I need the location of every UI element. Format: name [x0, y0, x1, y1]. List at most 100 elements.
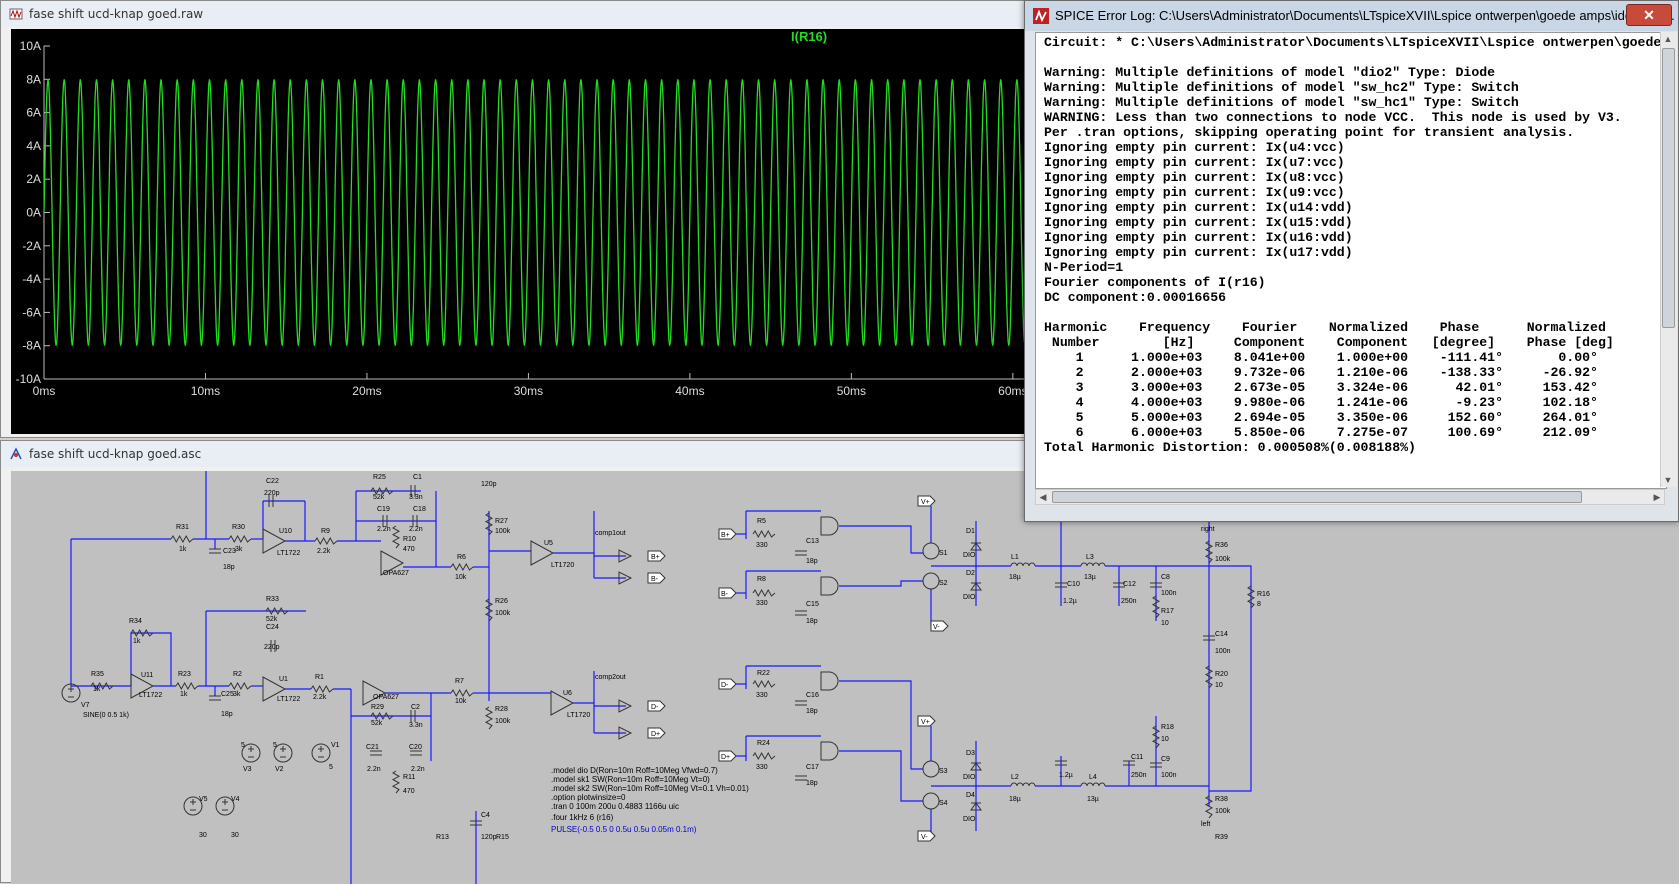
- capacitor[interactable]: [1203, 635, 1215, 641]
- buffer[interactable]: [618, 726, 633, 740]
- resistor[interactable]: [450, 688, 474, 698]
- pulse-directive[interactable]: PULSE(-0.5 0.5 0 0.5u 0.5u 0.05m 0.1m): [551, 825, 697, 834]
- resistor[interactable]: [370, 486, 394, 496]
- resistor[interactable]: [228, 681, 252, 691]
- resistor[interactable]: [130, 628, 154, 638]
- opamp[interactable]: [130, 673, 155, 699]
- capacitor[interactable]: [1055, 760, 1067, 766]
- voltage-source[interactable]: [241, 743, 261, 763]
- logic-gate[interactable]: [820, 576, 839, 596]
- capacitor[interactable]: [1150, 762, 1162, 768]
- capacitor[interactable]: [1123, 760, 1135, 766]
- net-port[interactable]: [718, 750, 737, 762]
- capacitor[interactable]: [268, 495, 274, 507]
- opamp[interactable]: [550, 690, 575, 716]
- net-port[interactable]: [647, 572, 666, 584]
- resistor[interactable]: [265, 606, 289, 616]
- net-port[interactable]: [917, 715, 936, 727]
- resistor[interactable]: [752, 588, 776, 598]
- voltage-source[interactable]: [61, 683, 81, 703]
- capacitor[interactable]: [209, 548, 221, 554]
- resistor[interactable]: [175, 681, 199, 691]
- net-port[interactable]: [917, 495, 936, 507]
- resistor[interactable]: [310, 684, 334, 694]
- directive-line[interactable]: .tran 0 100m 200u 0.4883 1166u uic: [551, 802, 679, 811]
- scroll-left-arrow[interactable]: ◀: [1039, 492, 1047, 502]
- diode[interactable]: [970, 802, 982, 811]
- net-port[interactable]: [647, 700, 666, 712]
- inductor[interactable]: [1010, 562, 1036, 567]
- resistor[interactable]: [1246, 585, 1256, 609]
- inductor[interactable]: [1080, 782, 1106, 787]
- capacitor[interactable]: [470, 820, 482, 826]
- opamp[interactable]: [262, 676, 287, 702]
- directive-line[interactable]: .model sk1 SW(Ron=10m Roff=10Meg Vt=0): [551, 775, 710, 784]
- net-port[interactable]: [930, 620, 949, 632]
- net-port[interactable]: [917, 830, 936, 842]
- voltage-source[interactable]: [183, 796, 203, 816]
- scroll-right-arrow[interactable]: ▶: [1653, 492, 1661, 502]
- capacitor[interactable]: [410, 485, 416, 497]
- capacitor[interactable]: [1150, 582, 1162, 588]
- directive-line[interactable]: .model dio D(Ron=10m Roff=10Meg Vfwd=0.7…: [551, 766, 718, 775]
- resistor[interactable]: [484, 706, 494, 730]
- switch[interactable]: [922, 792, 940, 810]
- directive-line[interactable]: .option plotwinsize=0: [551, 793, 626, 802]
- schematic-drawing[interactable]: R311kR303kC2318pU10LT1722C22220pR92.2kOP…: [11, 471, 1679, 884]
- capacitor[interactable]: [370, 750, 382, 756]
- buffer[interactable]: [618, 549, 633, 563]
- inductor[interactable]: [1010, 782, 1036, 787]
- resistor[interactable]: [370, 711, 394, 721]
- capacitor[interactable]: [209, 695, 221, 701]
- diode[interactable]: [970, 542, 982, 551]
- capacitor[interactable]: [270, 640, 276, 652]
- buffer[interactable]: [618, 571, 633, 585]
- logic-gate[interactable]: [820, 671, 839, 691]
- logic-gate[interactable]: [820, 741, 839, 761]
- opamp[interactable]: [530, 540, 555, 566]
- net-port[interactable]: [718, 528, 737, 540]
- net-port[interactable]: [647, 727, 666, 739]
- resistor[interactable]: [752, 679, 776, 689]
- net-port[interactable]: [718, 678, 737, 690]
- resistor[interactable]: [450, 562, 474, 572]
- voltage-source[interactable]: [311, 743, 331, 763]
- close-button[interactable]: ✕: [1626, 4, 1672, 26]
- trace-label[interactable]: I(R16): [791, 29, 827, 44]
- switch[interactable]: [922, 572, 940, 590]
- capacitor[interactable]: [412, 515, 418, 527]
- resistor[interactable]: [752, 529, 776, 539]
- scroll-up-arrow[interactable]: ▲: [1663, 34, 1673, 44]
- scroll-down-arrow[interactable]: ▼: [1663, 475, 1673, 485]
- opamp[interactable]: [262, 528, 287, 554]
- resistor[interactable]: [170, 534, 194, 544]
- switch[interactable]: [922, 760, 940, 778]
- spice-error-log-window[interactable]: SPICE Error Log: C:\Users\Administrator\…: [1024, 0, 1679, 522]
- voltage-source[interactable]: [215, 796, 235, 816]
- diode[interactable]: [970, 582, 982, 591]
- error-log-titlebar[interactable]: SPICE Error Log: C:\Users\Administrator\…: [1025, 1, 1678, 31]
- capacitor[interactable]: [1113, 582, 1125, 588]
- opamp[interactable]: [362, 680, 387, 706]
- resistor[interactable]: [90, 681, 114, 691]
- net-port[interactable]: [647, 550, 666, 562]
- horizontal-scroll-thumb[interactable]: [1052, 491, 1582, 503]
- capacitor[interactable]: [410, 750, 422, 756]
- directive-line[interactable]: .model sk2 SW(Ron=10m Roff=10Meg Vt=0.1 …: [551, 784, 749, 793]
- vertical-scroll-thumb[interactable]: [1662, 48, 1675, 328]
- net-port[interactable]: [718, 587, 737, 599]
- resistor[interactable]: [228, 534, 252, 544]
- switch[interactable]: [922, 542, 940, 560]
- opamp[interactable]: [380, 550, 405, 576]
- capacitor[interactable]: [795, 550, 807, 556]
- resistor[interactable]: [391, 770, 401, 794]
- buffer[interactable]: [618, 699, 633, 713]
- resistor[interactable]: [484, 598, 494, 622]
- resistor[interactable]: [1151, 595, 1161, 619]
- capacitor[interactable]: [410, 710, 416, 722]
- inductor[interactable]: [1080, 562, 1106, 567]
- capacitor[interactable]: [382, 515, 388, 527]
